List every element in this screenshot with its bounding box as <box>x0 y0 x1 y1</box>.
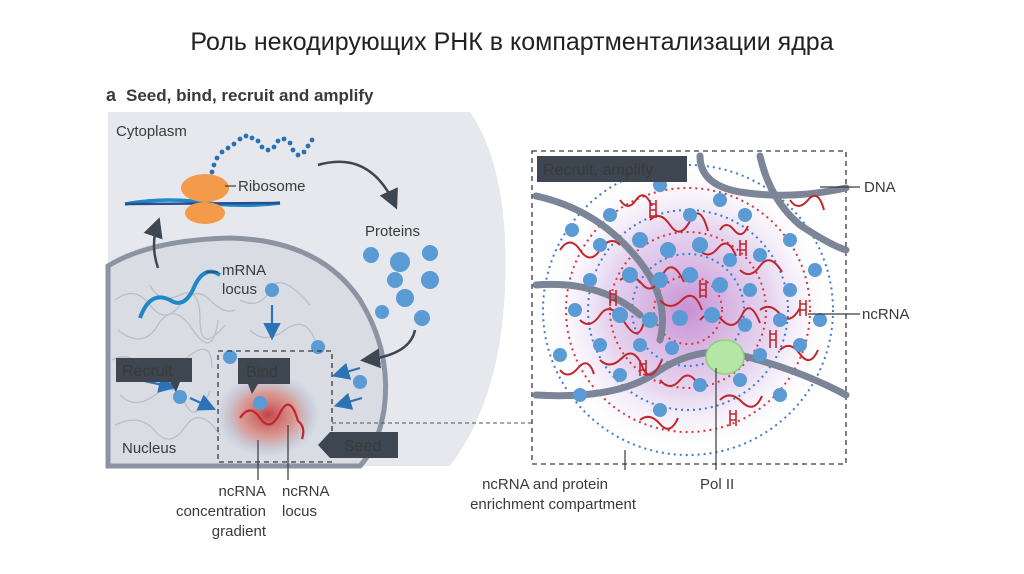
gradient-label-line1: ncRNA <box>218 483 266 500</box>
cytoplasm-label: Cytoplasm <box>116 123 187 140</box>
ribosome-small-subunit <box>185 202 225 224</box>
import-arrow <box>360 329 417 369</box>
seed-tag: Seed <box>318 432 398 458</box>
mrna-label-line1: mRNA <box>222 262 266 279</box>
translation-arrow <box>317 160 398 210</box>
ncrna-gradient-glow <box>216 373 320 457</box>
ncrna-hairpins <box>609 200 807 426</box>
bound-protein <box>253 396 267 410</box>
nuclear-proteins <box>173 283 367 446</box>
compartment-proteins <box>553 178 827 417</box>
nucleus-label: Nucleus <box>122 440 176 457</box>
compartment-label-line1: ncRNA and protein <box>482 476 608 493</box>
seed-label: Seed <box>344 438 381 455</box>
recruit-amplify-label: Recruit, amplify <box>543 162 653 179</box>
seed-ncrna <box>239 403 305 440</box>
ncrna-locus-label-line1: ncRNA <box>282 483 330 500</box>
recruit-tag: Recruit <box>116 358 192 392</box>
slide-title: Роль некодирующих РНК в компартментализа… <box>190 28 834 56</box>
export-arrow <box>143 217 163 269</box>
bind-label: Bind <box>246 364 278 381</box>
panel-letter: a <box>106 85 117 105</box>
seed-zoom-box <box>217 350 333 463</box>
recruit-amplify-tag: Recruit, amplify <box>537 156 687 182</box>
compartment-label-line2: enrichment compartment <box>470 496 637 513</box>
dna-strands <box>532 152 850 400</box>
pol2-label: Pol II <box>700 476 734 493</box>
mrna-label-line2: locus <box>222 281 257 298</box>
bind-tag: Bind <box>238 358 290 394</box>
pol2-complex <box>705 339 745 375</box>
ribosome-large-subunit <box>181 174 229 202</box>
protein-cluster <box>363 245 439 326</box>
ncrna-locus-label-line2: locus <box>282 503 317 520</box>
proteins-label: Proteins <box>365 223 420 240</box>
panel-title: Seed, bind, recruit and amplify <box>126 86 374 105</box>
dna-label: DNA <box>864 179 896 196</box>
ncrna-label: ncRNA <box>862 306 910 323</box>
gradient-label-line2: concentration <box>176 503 266 520</box>
gradient-label-line3: gradient <box>212 523 267 540</box>
peptide-chain <box>209 133 315 175</box>
recruit-label: Recruit <box>122 363 173 380</box>
ribosome-label: Ribosome <box>238 178 306 195</box>
